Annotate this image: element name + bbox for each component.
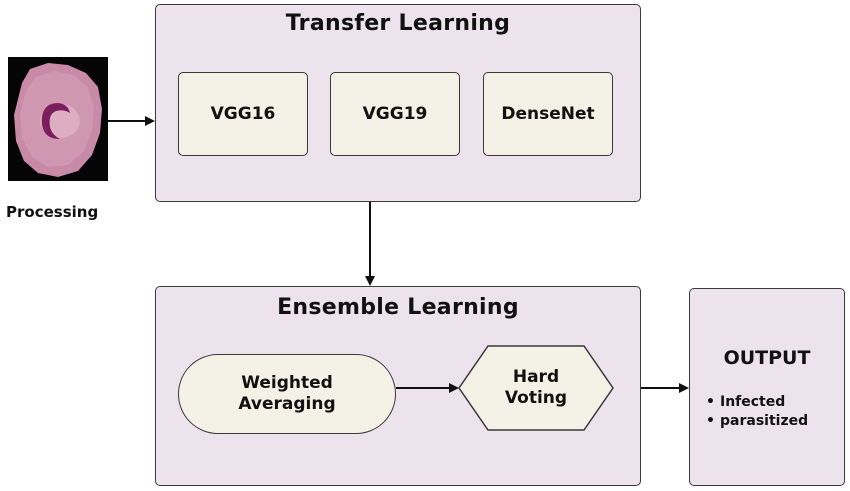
output-item-parasitized: parasitized	[706, 412, 808, 431]
model-vgg19: VGG19	[330, 72, 460, 156]
blood-cell-image	[8, 57, 108, 181]
weighted-averaging-node: Weighted Averaging	[178, 354, 396, 434]
output-panel: OUTPUT Infected parasitized	[689, 288, 845, 486]
output-list: Infected parasitized	[706, 393, 808, 431]
model-densenet: DenseNet	[483, 72, 613, 156]
hard-voting-hexagon	[458, 345, 614, 431]
blood-cell-icon	[8, 57, 108, 181]
hard-voting-node: Hard Voting	[504, 366, 568, 408]
transfer-learning-title: Transfer Learning	[285, 11, 511, 36]
transfer-learning-panel: Transfer Learning VGG16 VGG19 DenseNet	[155, 4, 641, 202]
model-vgg16: VGG16	[178, 72, 308, 156]
output-item-infected: Infected	[706, 393, 808, 412]
ensemble-learning-title: Ensemble Learning	[277, 295, 519, 320]
processing-caption: Processing	[6, 203, 99, 221]
output-title: OUTPUT	[723, 347, 811, 369]
